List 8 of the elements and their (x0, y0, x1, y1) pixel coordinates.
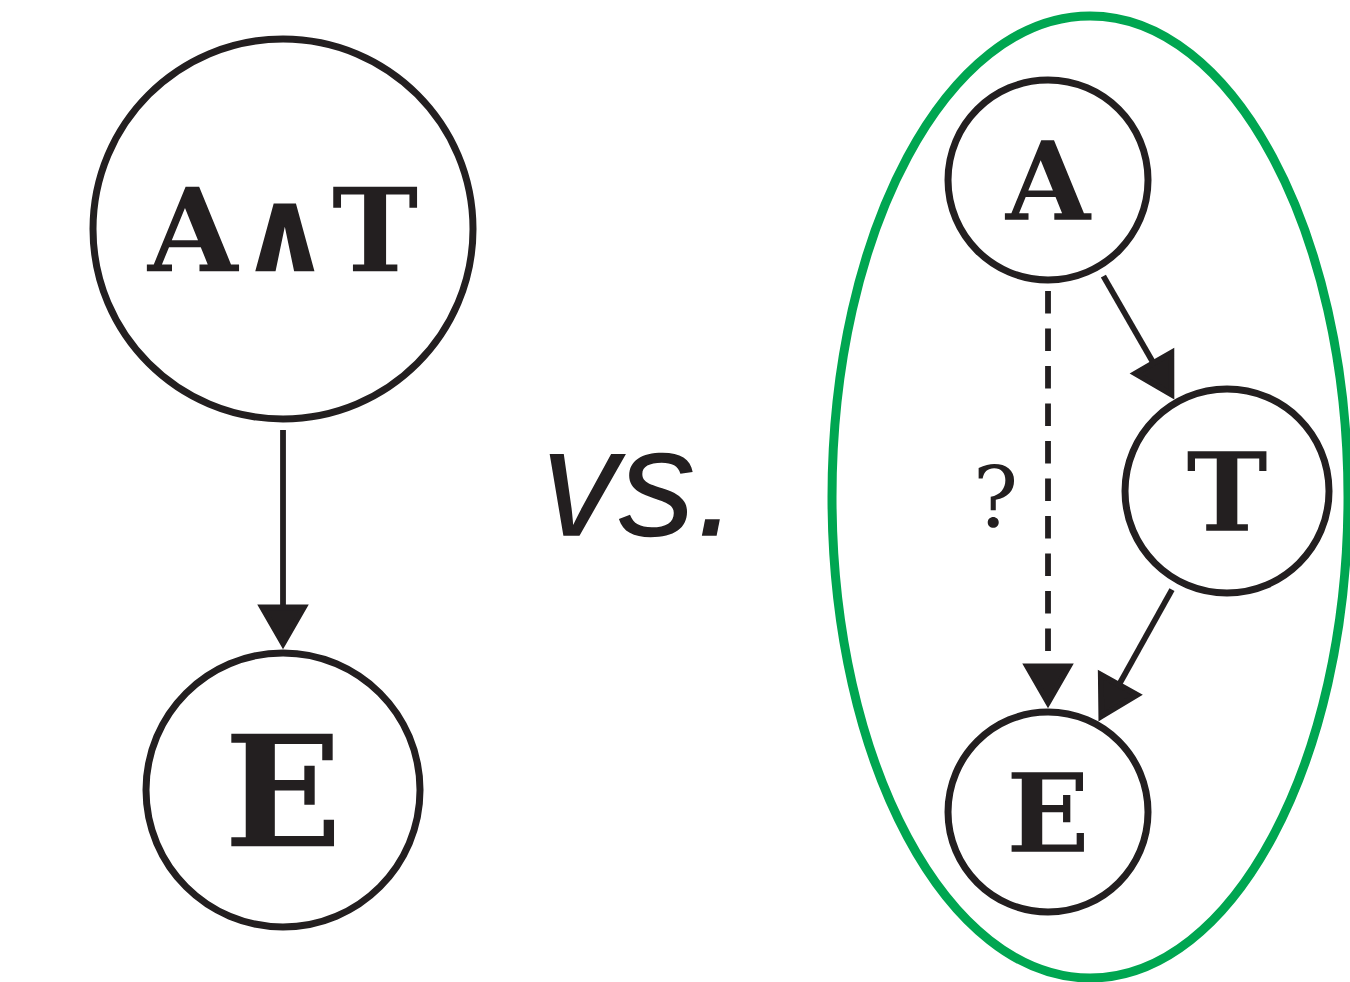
vs-label: vs. (549, 452, 720, 538)
circle-node: A (944, 76, 1152, 284)
circle-node: T (1121, 385, 1333, 597)
circle-node: E (944, 708, 1152, 916)
circle-node: A∧T (89, 35, 477, 423)
ellipse-outline (827, 11, 1350, 982)
edge-label: ? (978, 464, 1015, 528)
circle-node: E (142, 649, 424, 931)
